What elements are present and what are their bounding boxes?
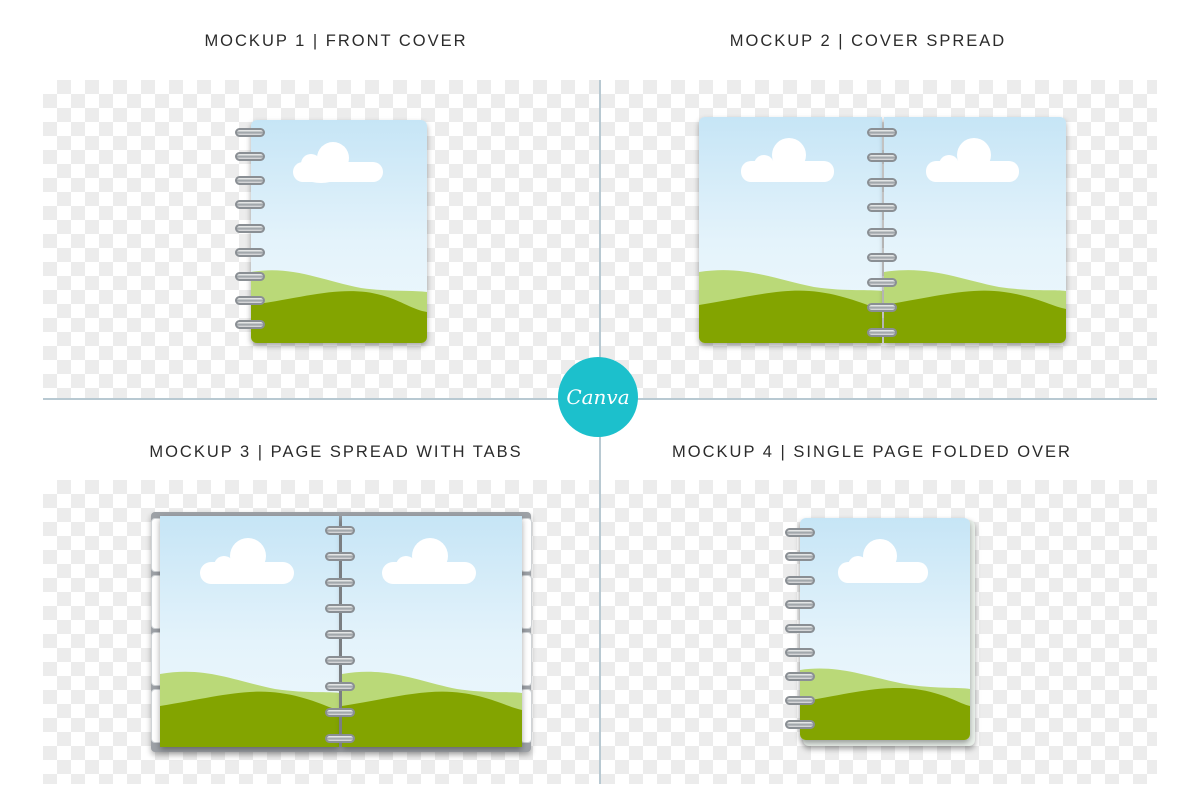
mockup-1-front-cover — [251, 120, 427, 343]
cloud-icon — [838, 539, 928, 583]
mockup-2-right-cover — [884, 117, 1066, 343]
mockup-3-right-page — [342, 516, 522, 747]
canva-logo-badge: Canva — [558, 357, 638, 437]
mockup-3-title: MOCKUP 3 | PAGE SPREAD WITH TABS — [149, 443, 523, 461]
mockup-4-title: MOCKUP 4 | SINGLE PAGE FOLDED OVER — [672, 443, 1072, 461]
cloud-icon — [293, 142, 383, 183]
landscape-illustration — [884, 138, 1066, 343]
landscape-illustration — [251, 142, 427, 343]
cloud-icon — [382, 538, 476, 584]
landscape-illustration — [699, 138, 882, 343]
cloud-icon — [200, 538, 294, 584]
mockup-2-left-cover — [699, 117, 882, 343]
mockup-4-folded-page — [800, 518, 970, 740]
landscape-illustration — [800, 539, 970, 740]
mockup-3-left-page — [160, 516, 339, 747]
mockup-1-title: MOCKUP 1 | FRONT COVER — [204, 32, 468, 50]
cloud-icon — [926, 138, 1019, 182]
canva-logo-text: Canva — [566, 385, 630, 409]
mockup-2-title: MOCKUP 2 | COVER SPREAD — [729, 32, 1007, 50]
landscape-illustration — [342, 538, 522, 747]
landscape-illustration — [160, 538, 339, 747]
cloud-icon — [741, 138, 834, 182]
